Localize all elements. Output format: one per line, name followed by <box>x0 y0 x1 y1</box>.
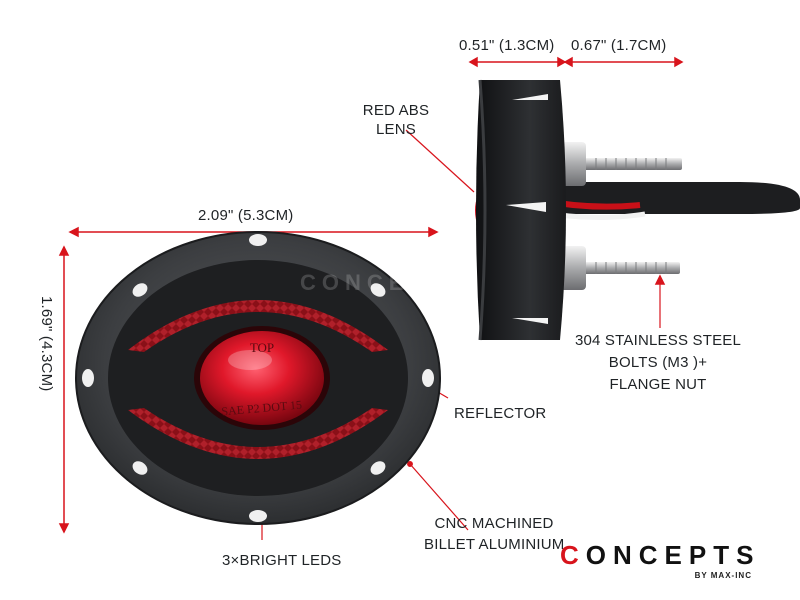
lens-label-line2: LENS <box>376 121 416 138</box>
cnc-label: CNC MACHINED BILLET ALUMINIUM <box>424 513 564 555</box>
side-housing <box>476 80 566 340</box>
brand-rest: ONCEPTS <box>585 540 761 570</box>
upper-reflector <box>128 300 388 352</box>
lens-top-text: TOP <box>250 340 274 355</box>
brand-first-letter: C <box>560 540 586 570</box>
front-red-lens <box>200 331 324 425</box>
side-depth-label: 0.51" (1.3CM) <box>459 37 555 54</box>
cnc-label-line1: CNC MACHINED <box>434 515 554 532</box>
watermark: CONCEPTS <box>300 270 471 295</box>
bolts-label: 304 STAINLESS STEEL BOLTS (M3 )+ FLANGE … <box>568 330 748 396</box>
reflector-label: REFLECTOR <box>454 405 547 422</box>
side-view-light <box>475 79 800 341</box>
brand-logo: CONCEPTS BY MAX-INC <box>560 540 780 584</box>
bolts-label-line3: FLANGE NUT <box>609 376 707 393</box>
lens-label-line1: RED ABS <box>362 102 430 119</box>
lens-label: RED ABS LENS <box>350 101 442 139</box>
bolts-label-line2: BOLTS (M3 )+ <box>608 354 708 371</box>
side-bolt-label: 0.67" (1.7CM) <box>571 37 667 54</box>
lower-reflector <box>128 408 388 459</box>
leds-label: 3×BRIGHT LEDS <box>222 552 342 569</box>
brand-wordmark: CONCEPTS <box>560 540 760 571</box>
lower-bolt <box>580 262 680 274</box>
height-label: 1.69" (4.3CM) <box>38 296 55 392</box>
width-label: 2.09" (5.3CM) <box>198 207 294 224</box>
bolts-label-line1: 304 STAINLESS STEEL <box>574 332 742 349</box>
cnc-label-line2: BILLET ALUMINIUM <box>424 536 565 553</box>
brand-subtitle: BY MAX-INC <box>694 571 752 580</box>
upper-bolt <box>580 158 682 170</box>
front-view-light: TOP SAE P2 DOT 15 <box>75 231 441 525</box>
bezel-notches <box>82 234 434 522</box>
